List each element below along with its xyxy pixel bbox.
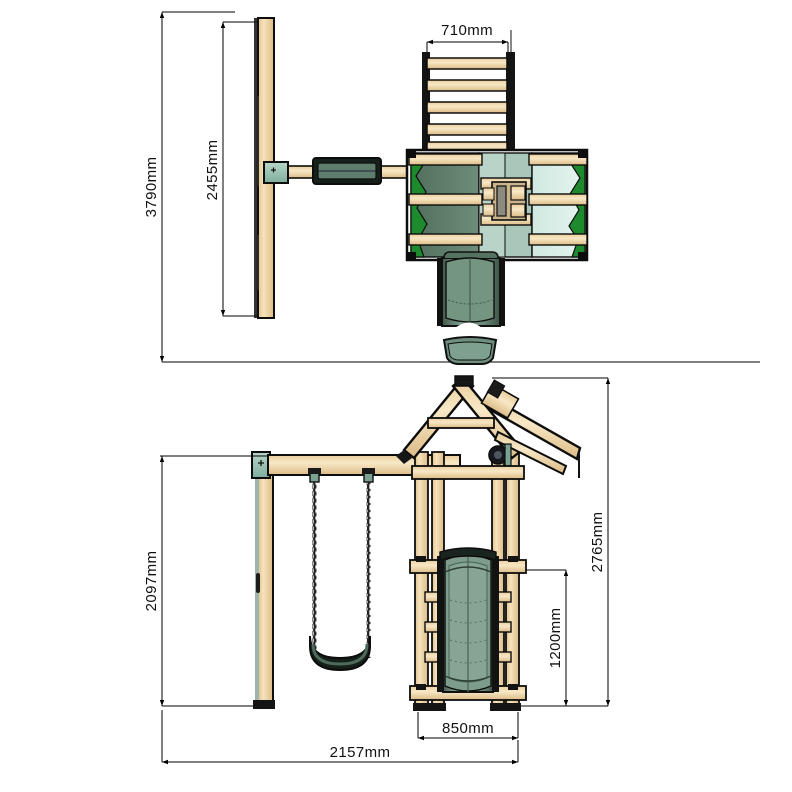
dimension-2157mm-label: 2157mm (330, 744, 391, 761)
dimension-2455mm: 2455mm (204, 21, 262, 317)
top-view-group: 3790mm 2455mm 710mm (143, 11, 760, 365)
dimension-2765mm: 2765mm (492, 377, 611, 707)
swing-post-left (253, 461, 275, 709)
dimension-710mm-label: 710mm (441, 22, 493, 39)
dimension-3790mm-label: 3790mm (143, 157, 160, 218)
roof-hardware (480, 379, 520, 420)
swing (309, 482, 371, 672)
dimension-2157mm: 2157mm (161, 710, 519, 765)
slide-plan (433, 251, 508, 365)
dimension-2097mm-label: 2097mm (143, 551, 160, 612)
front-view-group: 2097mm 2765mm 1200mm (143, 375, 611, 765)
slide-front (437, 547, 499, 693)
roof-front (396, 375, 582, 478)
ladder-rungs-plan (422, 30, 515, 153)
dimension-1200mm-label: 1200mm (547, 608, 564, 669)
roof-hub-plan (482, 181, 527, 221)
swing-seat-plan (312, 157, 382, 185)
dimension-2455mm-label: 2455mm (204, 140, 221, 201)
dimension-2097mm: 2097mm (143, 455, 258, 707)
dimension-1200mm: 1200mm (520, 569, 569, 707)
dimension-2765mm-label: 2765mm (589, 512, 606, 573)
dimension-850mm: 850mm (417, 712, 519, 741)
roof-platform-plan (405, 148, 589, 262)
steering-wheel (488, 443, 512, 467)
dimension-850mm-label: 850mm (442, 720, 494, 737)
